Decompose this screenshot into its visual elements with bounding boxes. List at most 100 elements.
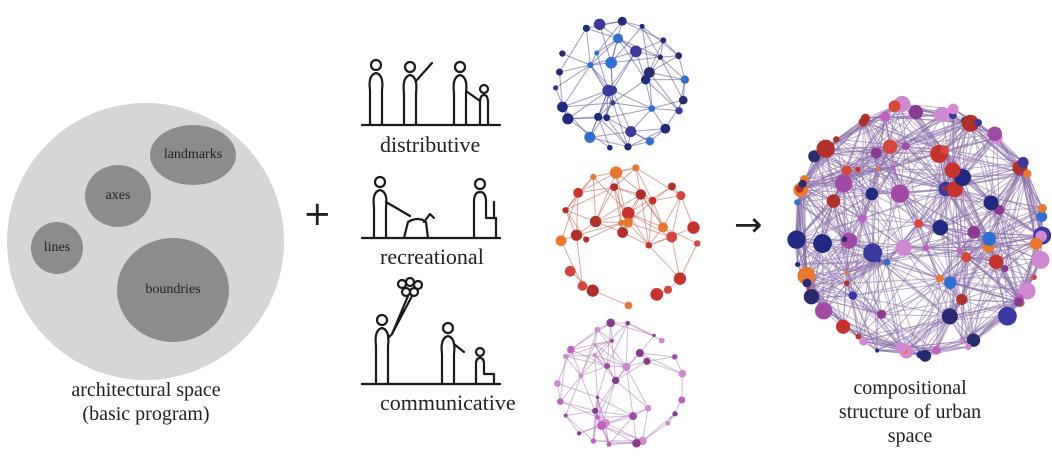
network-node [974,119,983,127]
network-edge [938,153,961,251]
network-edge [562,64,591,108]
network-node [945,315,955,325]
network-edge [648,244,681,280]
network-node [687,221,700,234]
network-edge [846,146,891,171]
network-edge [578,186,615,194]
network-edge [592,176,597,222]
recreational-network [555,164,701,310]
network-edge [944,149,1023,174]
network-edge [628,212,672,238]
network-edge [611,56,661,64]
network-node [589,215,602,228]
network-node [678,95,688,105]
network-edge [612,79,646,104]
landmarks-circle: landmarks [150,125,236,185]
network-node [1037,203,1047,213]
network-edge [872,188,945,254]
network-node [859,336,868,346]
network-node [584,131,596,143]
network-edge [565,340,613,357]
network-edge [565,415,580,434]
network-edge [802,183,848,273]
network-edge [863,319,951,342]
network-edge [884,116,907,147]
lines-circle: lines [31,222,83,274]
network-node [959,338,965,344]
network-edge [939,170,954,228]
network-edge [560,240,583,287]
network-edge [648,72,680,111]
network-edge [615,360,648,381]
network-edge [886,261,941,279]
network-edge [590,38,619,66]
network-edge [846,261,887,274]
network-edge [577,172,617,194]
network-node [657,54,663,60]
network-node [863,243,883,263]
network-node [632,164,640,172]
network-edge [886,262,908,352]
network-node [645,242,653,249]
network-node [563,353,568,359]
network-edge [808,252,873,289]
network-edge [881,282,951,315]
network-edge [961,298,1019,303]
network-edge [936,319,951,351]
network-node [944,162,961,179]
network-node [613,33,624,44]
network-edge [607,51,637,91]
network-edge [594,344,617,381]
network-node [1029,237,1043,250]
network-edge [565,356,582,377]
network-node [635,349,644,358]
network-edge [877,168,953,171]
network-edge [949,238,990,321]
network-node [592,407,599,415]
network-edge [906,282,951,352]
result-caption-line-3: space [887,425,933,447]
network-node [630,45,642,58]
network-node [794,199,801,206]
network-edge [662,226,698,244]
network-node [855,166,861,172]
network-node [836,319,851,334]
network-node [890,184,910,203]
network-node [594,112,603,121]
network-node [660,123,671,134]
network-node [650,288,664,301]
network-edge [796,239,854,296]
network-node [882,139,898,154]
network-edge [1004,243,1037,269]
network-edge [943,188,990,240]
network-edge [557,383,598,398]
network-node [604,363,611,370]
network-edge [652,195,681,202]
network-node [554,380,561,387]
network-edge [597,415,634,418]
network-node [594,326,601,333]
communicative-figures-icon [360,276,502,386]
network-edge [585,28,591,66]
network-edge [599,24,612,63]
network-node [1031,274,1037,280]
network-edge [608,415,634,445]
network-node [982,231,997,246]
network-edge [596,20,623,54]
network-node [1018,282,1036,300]
network-node [826,194,841,208]
network-edge [988,243,1037,248]
network-edge [625,366,649,409]
network-node [629,412,637,421]
network-edge [645,79,653,109]
network-node [624,301,633,310]
recreational-figures-icon [360,175,502,240]
network-edge [627,322,662,341]
network-edge [965,257,975,341]
network-node [671,354,678,360]
network-edge [843,183,874,253]
network-node [1017,156,1029,168]
network-node [888,100,901,113]
network-node [813,234,832,253]
network-edge [594,380,617,412]
